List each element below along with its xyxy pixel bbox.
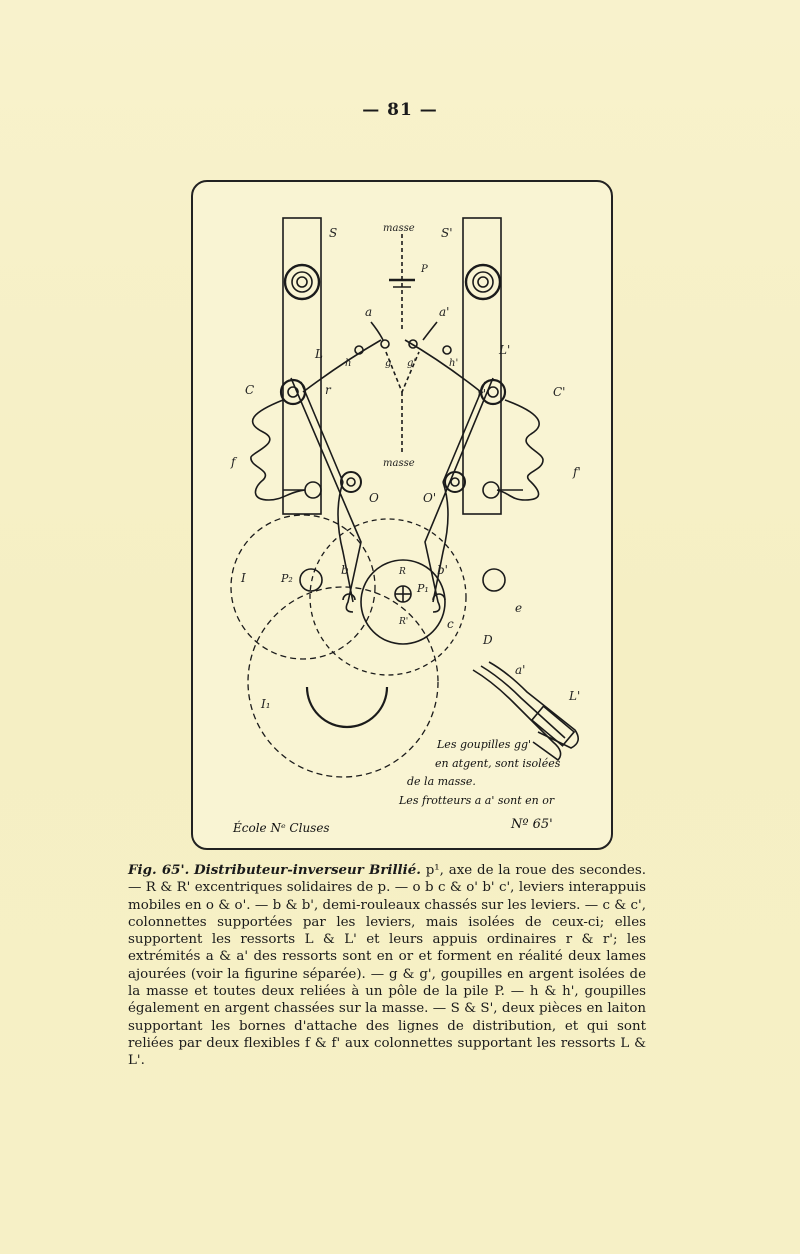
label-h: h [345,358,351,369]
caption-paragraph: Fig. 65'. Distributeur-inverseur Brillié… [128,862,646,1070]
support-S [282,217,322,515]
label-L-prime-inset: L' [568,689,580,703]
page-number: — 81 — [362,100,438,120]
figure-distributeur-inverseur: masse S S' P a a' h h' g g' L L' C C' r … [191,180,613,850]
label-I: I [240,571,246,585]
label-R-prime: R' [398,617,408,627]
signature-left: École Nᵉ Cluses [232,820,330,835]
note-line-2: en atgent, sont isolées [435,757,561,770]
label-C: C [245,383,254,397]
label-h-prime: h' [449,358,458,369]
label-P2: P₂ [280,572,293,585]
caption-fig-label: Fig. 65'. [128,862,190,878]
label-D: D [482,633,493,647]
label-masse-mid: masse [383,458,415,469]
label-c: c [447,617,454,631]
label-r-prime: r' [477,387,486,401]
label-b: b [341,563,349,577]
label-C-prime: C' [553,385,565,399]
label-b-prime: b' [437,563,448,577]
label-O-prime: O' [423,491,436,505]
label-I1: I₁ [260,697,271,711]
label-a-prime: a' [439,305,449,319]
label-r: r [325,383,332,397]
label-f-prime: f' [572,465,581,479]
label-L: L [314,347,323,361]
mechanism-drawing: masse S S' P a a' h h' g g' L L' C C' r … [230,217,581,835]
label-O: O [369,491,379,505]
label-L-prime: L' [498,343,510,357]
label-R: R [398,567,406,577]
note-line-4: Les frotteurs a a' sont en or [398,794,555,807]
label-P: P [420,264,428,275]
label-e: e [515,601,522,615]
support-S-prime [462,217,502,515]
label-S: S [329,226,337,240]
signature-right: Nº 65' [510,817,553,832]
note-line-1: Les goupilles gg' [436,738,531,751]
label-masse-top: masse [383,223,415,234]
label-g-prime: g' [407,358,416,369]
figure-caption: Fig. 65'. Distributeur-inverseur Brillié… [128,862,646,1070]
label-P1: P₁ [416,582,429,595]
caption-fig-title: Distributeur-inverseur Brillié. [194,862,421,878]
note-line-3: de la masse. [407,775,476,788]
label-a-prime-inset: a' [515,663,525,677]
label-a: a [365,305,372,319]
label-S-prime: S' [441,226,453,240]
caption-text: p¹, axe de la roue des secondes. — R & R… [128,863,646,1069]
label-g: g [385,358,391,369]
label-f: f [230,455,238,469]
